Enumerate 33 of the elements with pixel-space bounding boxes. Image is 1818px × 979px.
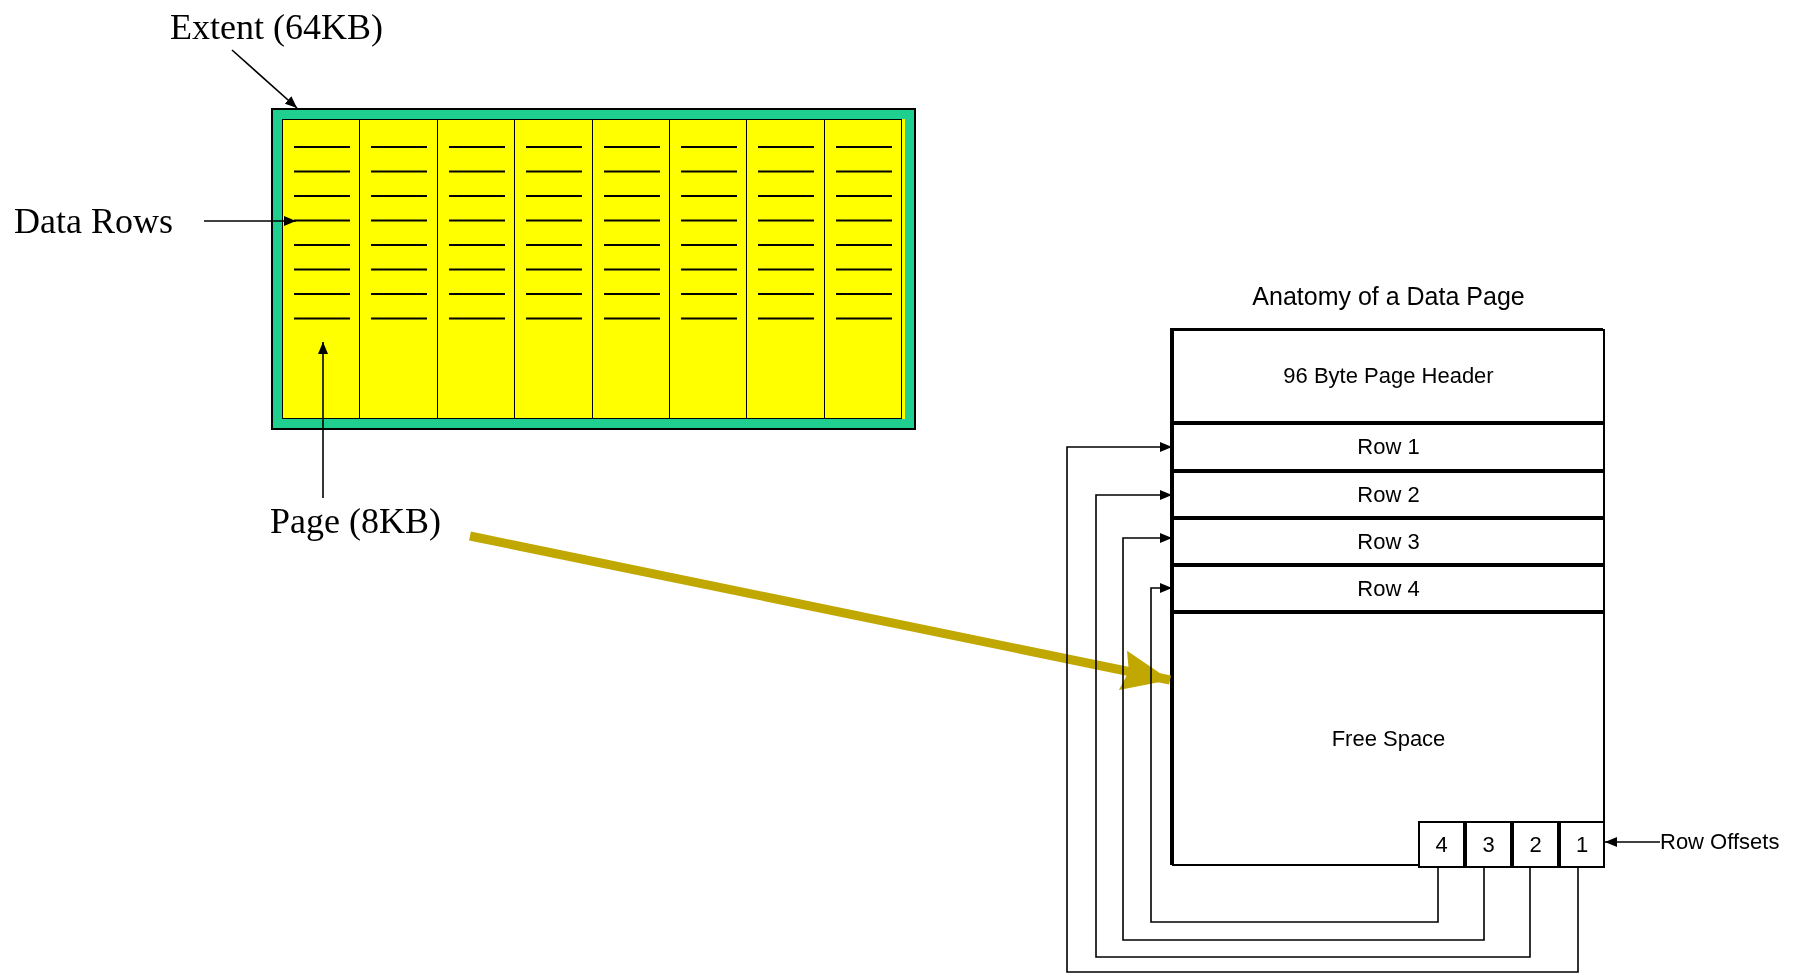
offset-slot: 1 xyxy=(1559,821,1605,868)
leader-line xyxy=(318,341,328,499)
row-slot: Row 3 xyxy=(1172,518,1605,565)
leader-line xyxy=(231,49,298,109)
diagram-heading: Anatomy of a Data Page xyxy=(1251,282,1526,311)
offset-pointer-arrow xyxy=(1095,490,1531,958)
row-offsets-label: Row Offsets xyxy=(1660,822,1810,862)
offset-slot: 3 xyxy=(1465,821,1512,868)
offset-slot: 4 xyxy=(1418,821,1465,868)
row-slot: Row 2 xyxy=(1172,471,1605,518)
arrow xyxy=(469,531,1171,690)
page-label: Page (8KB) xyxy=(270,498,470,544)
offset-pointer-arrow xyxy=(1150,583,1439,923)
page-column xyxy=(746,119,825,419)
page-column xyxy=(823,119,903,419)
page-column xyxy=(514,119,593,419)
free-space-area: Free Space 4 3 2 1 xyxy=(1172,612,1605,866)
arrow xyxy=(1604,837,1661,847)
offset-pointer-arrow xyxy=(1122,533,1485,941)
extent-box xyxy=(271,108,916,430)
row-slot: Row 1 xyxy=(1172,423,1605,471)
leader-line xyxy=(203,216,297,226)
page-column xyxy=(669,119,748,419)
data-rows-label: Data Rows xyxy=(14,198,204,244)
row-slot: Row 4 xyxy=(1172,565,1605,612)
offset-slot: 2 xyxy=(1512,821,1559,868)
page-column xyxy=(591,119,670,419)
page-column xyxy=(282,119,361,419)
offset-pointer-arrow xyxy=(1066,442,1579,973)
page-column xyxy=(436,119,516,419)
extent-label: Extent (64KB) xyxy=(170,4,430,50)
page-column xyxy=(359,119,438,419)
page-header-row: 96 Byte Page Header xyxy=(1172,329,1605,423)
